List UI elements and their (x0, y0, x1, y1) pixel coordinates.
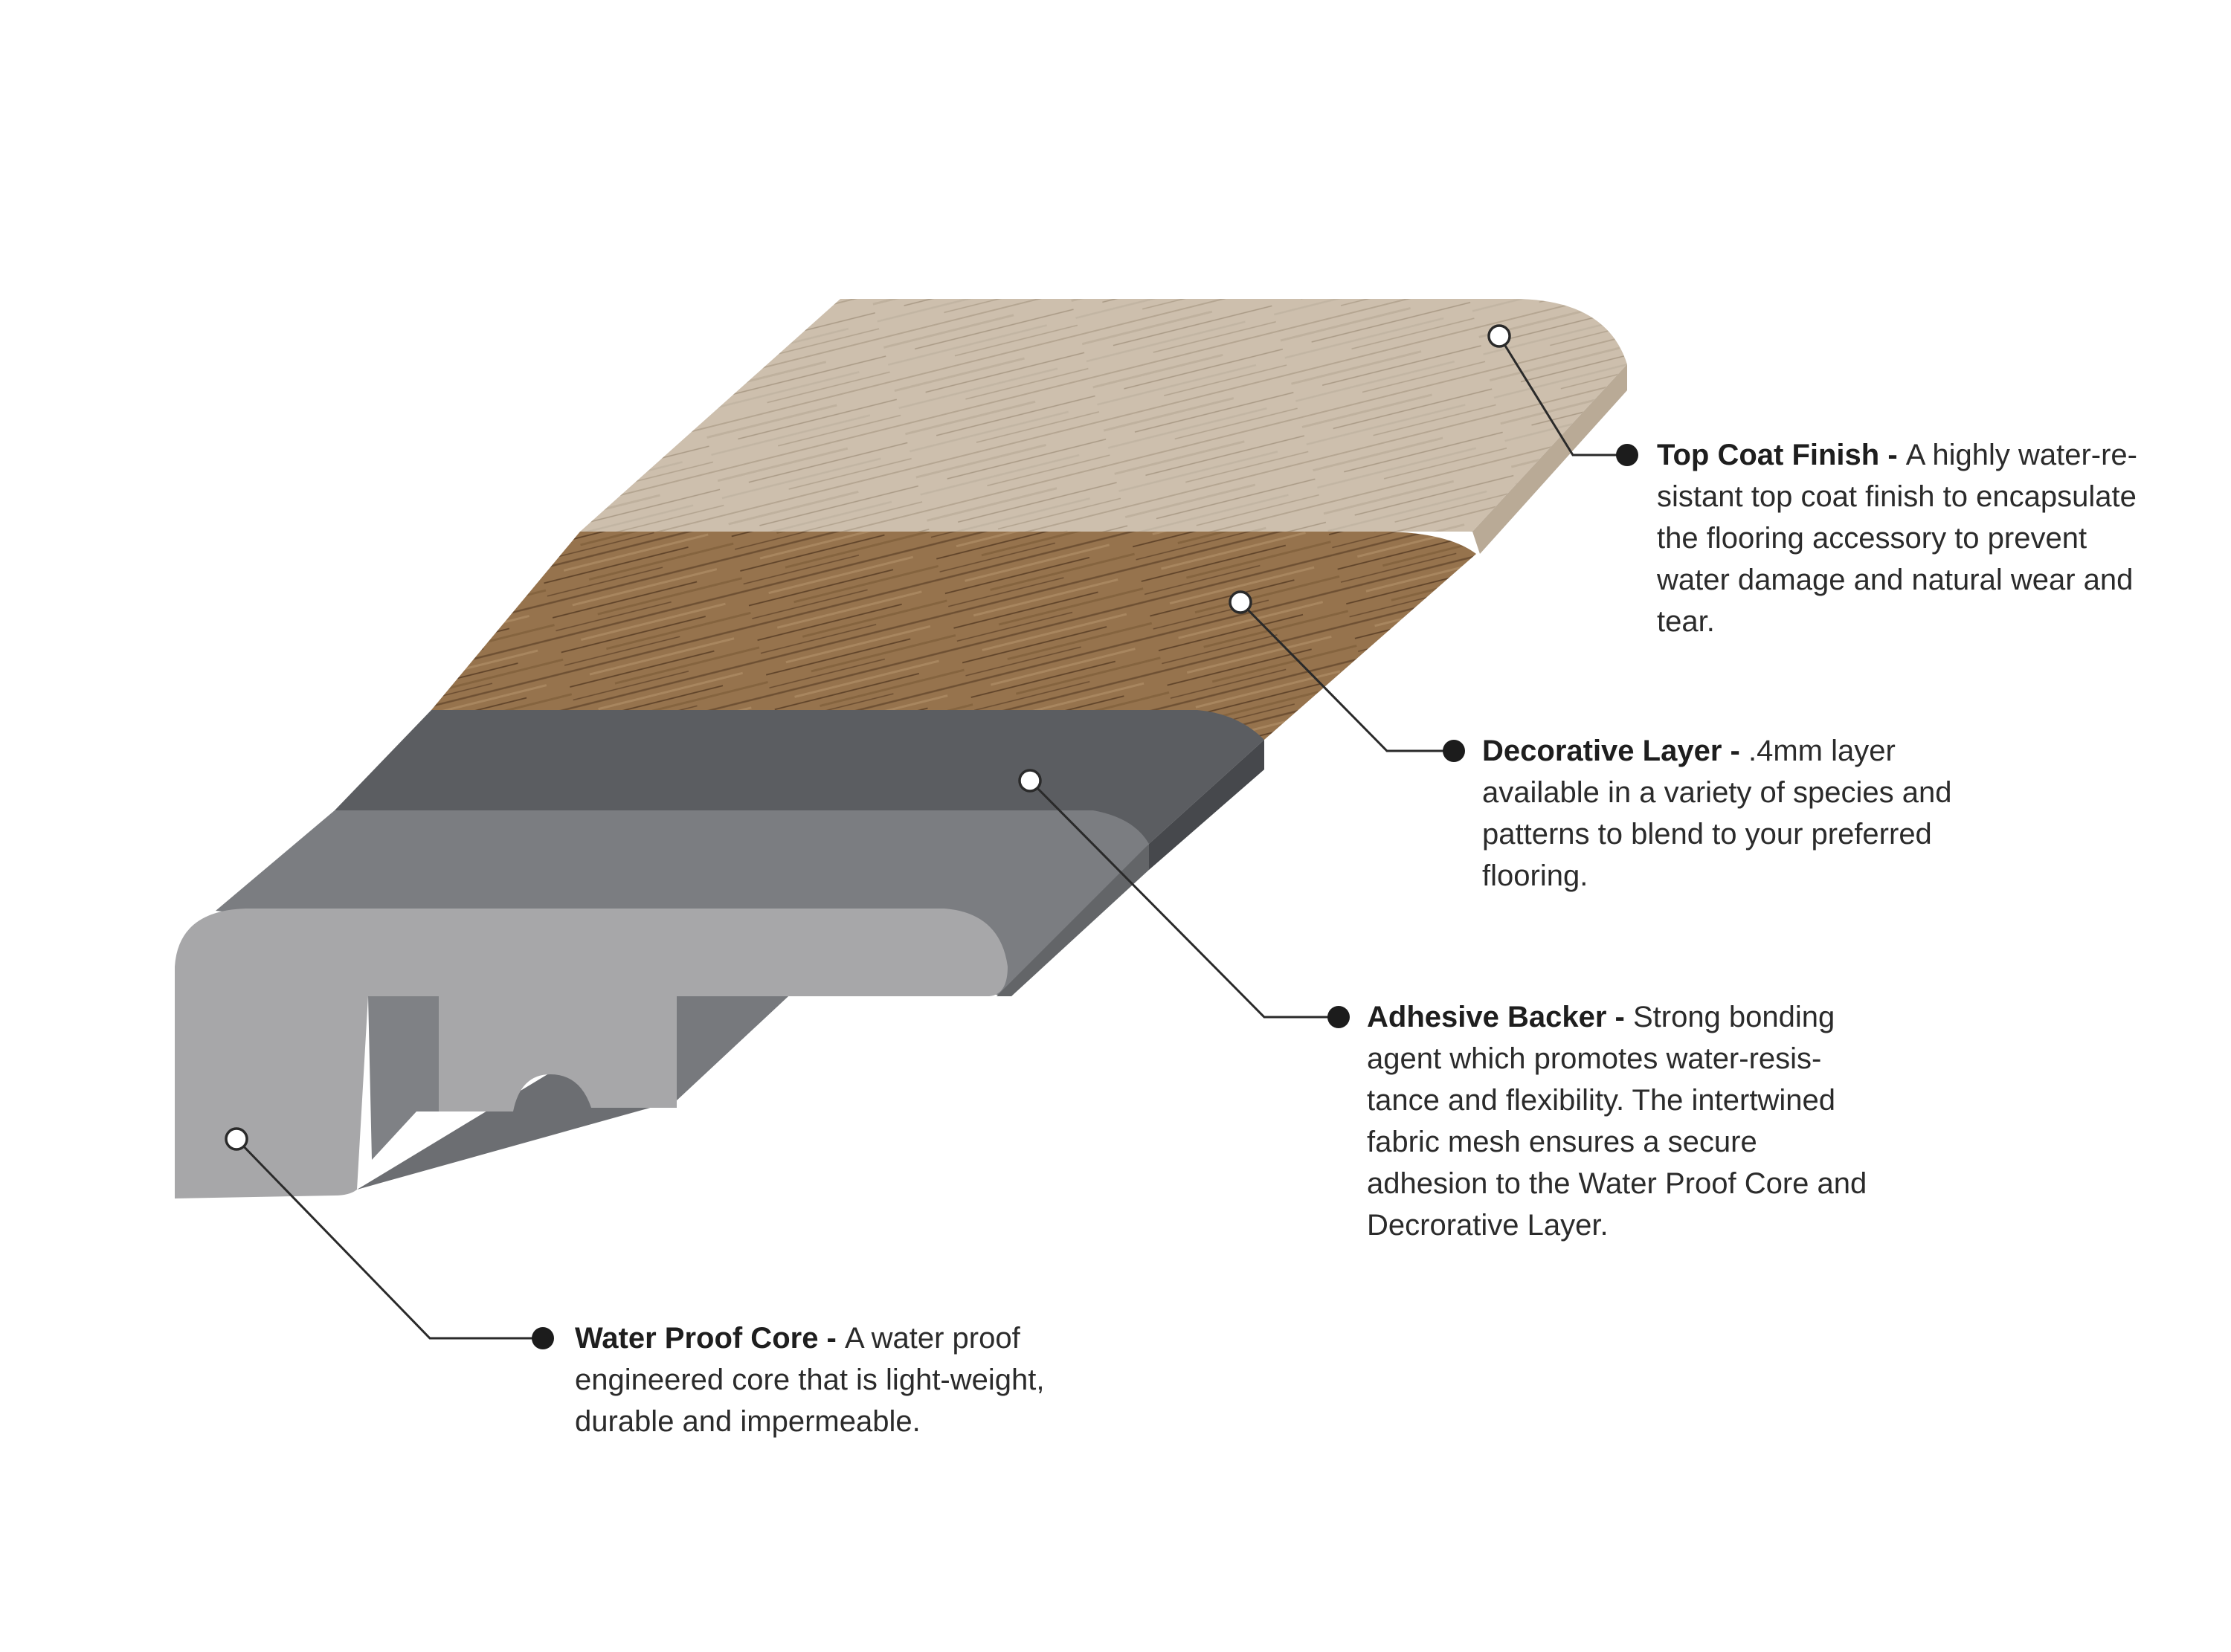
callout-core: Water Proof Core - A water proof enginee… (575, 1317, 1044, 1442)
marker-decorative (1229, 590, 1252, 614)
top-coat-edge (1472, 364, 1627, 554)
callout-decorative-line-4: flooring. (1482, 859, 1588, 892)
callout-adhesive-line-2: agent which promotes water-resis- (1367, 1042, 1822, 1075)
callout-adhesive-line-6: Decrorative Layer. (1367, 1209, 1609, 1242)
callout-core-line-3: durable and impermeable. (575, 1405, 921, 1438)
callout-top-coat-line-5: tear. (1657, 605, 1715, 638)
callout-decorative-line-1: Decorative Layer - .4mm layer (1482, 735, 1896, 767)
callout-adhesive-title: Adhesive Backer - (1367, 1001, 1633, 1033)
bullet-core (532, 1327, 554, 1349)
markers (225, 324, 1511, 1151)
callout-adhesive: Adhesive Backer - Strong bonding agent w… (1367, 996, 1867, 1246)
core-side-profile (997, 844, 1149, 996)
callout-adhesive-line-4: fabric mesh ensures a secure (1367, 1126, 1757, 1158)
callout-decorative-title: Decorative Layer - (1482, 735, 1748, 767)
core-groove-shadow-left (368, 996, 439, 1160)
callout-top-coat-line-1: Top Coat Finish - A highly water-re- (1657, 439, 2137, 471)
marker-adhesive (1018, 769, 1042, 793)
leader-line-core (235, 1138, 543, 1340)
callout-adhesive-line-3: tance and flexibility. The intertwined (1367, 1084, 1835, 1117)
leader-lines (235, 335, 1627, 1340)
callout-decorative-line-2: available in a variety of species and (1482, 776, 1952, 809)
callout-adhesive-line-1: Adhesive Backer - Strong bonding (1367, 1001, 1835, 1033)
marker-top-coat (1487, 324, 1511, 348)
bullet-top-coat (1616, 444, 1638, 466)
callout-core-line-2: engineered core that is light-weight, (575, 1364, 1045, 1396)
marker-core (225, 1127, 248, 1151)
callout-core-title: Water Proof Core - (575, 1322, 845, 1355)
decorative-layer (431, 532, 1476, 740)
leader-line-top-coat (1498, 335, 1627, 456)
core-groove-shadow-right (677, 996, 788, 1100)
leader-line-adhesive (1028, 779, 1339, 1019)
callout-decorative-line-3: patterns to blend to your preferred (1482, 818, 1932, 851)
top-coat-layer (580, 299, 1627, 532)
callout-top-coat-line-4: water damage and natural wear and (1657, 564, 2134, 596)
callout-top-coat-title: Top Coat Finish - (1657, 439, 1906, 471)
callout-adhesive-line-5: adhesion to the Water Proof Core and (1367, 1167, 1867, 1200)
bullets (532, 444, 1638, 1349)
water-proof-core-profile (175, 909, 1008, 1198)
callout-top-coat-line-3: the flooring accessory to prevent (1657, 522, 2087, 555)
adhesive-backer-edge (1149, 740, 1264, 870)
leader-line-decorative (1239, 601, 1454, 752)
bullet-decorative (1443, 740, 1465, 762)
callout-top-coat-line-2: sistant top coat finish to encapsulate (1657, 480, 2137, 513)
callout-top-coat: Top Coat Finish - A highly water-re- sis… (1657, 434, 2137, 642)
callout-core-line-1: Water Proof Core - A water proof (575, 1322, 1020, 1355)
callout-decorative: Decorative Layer - .4mm layer available … (1482, 730, 1951, 897)
bullet-adhesive (1327, 1006, 1350, 1028)
